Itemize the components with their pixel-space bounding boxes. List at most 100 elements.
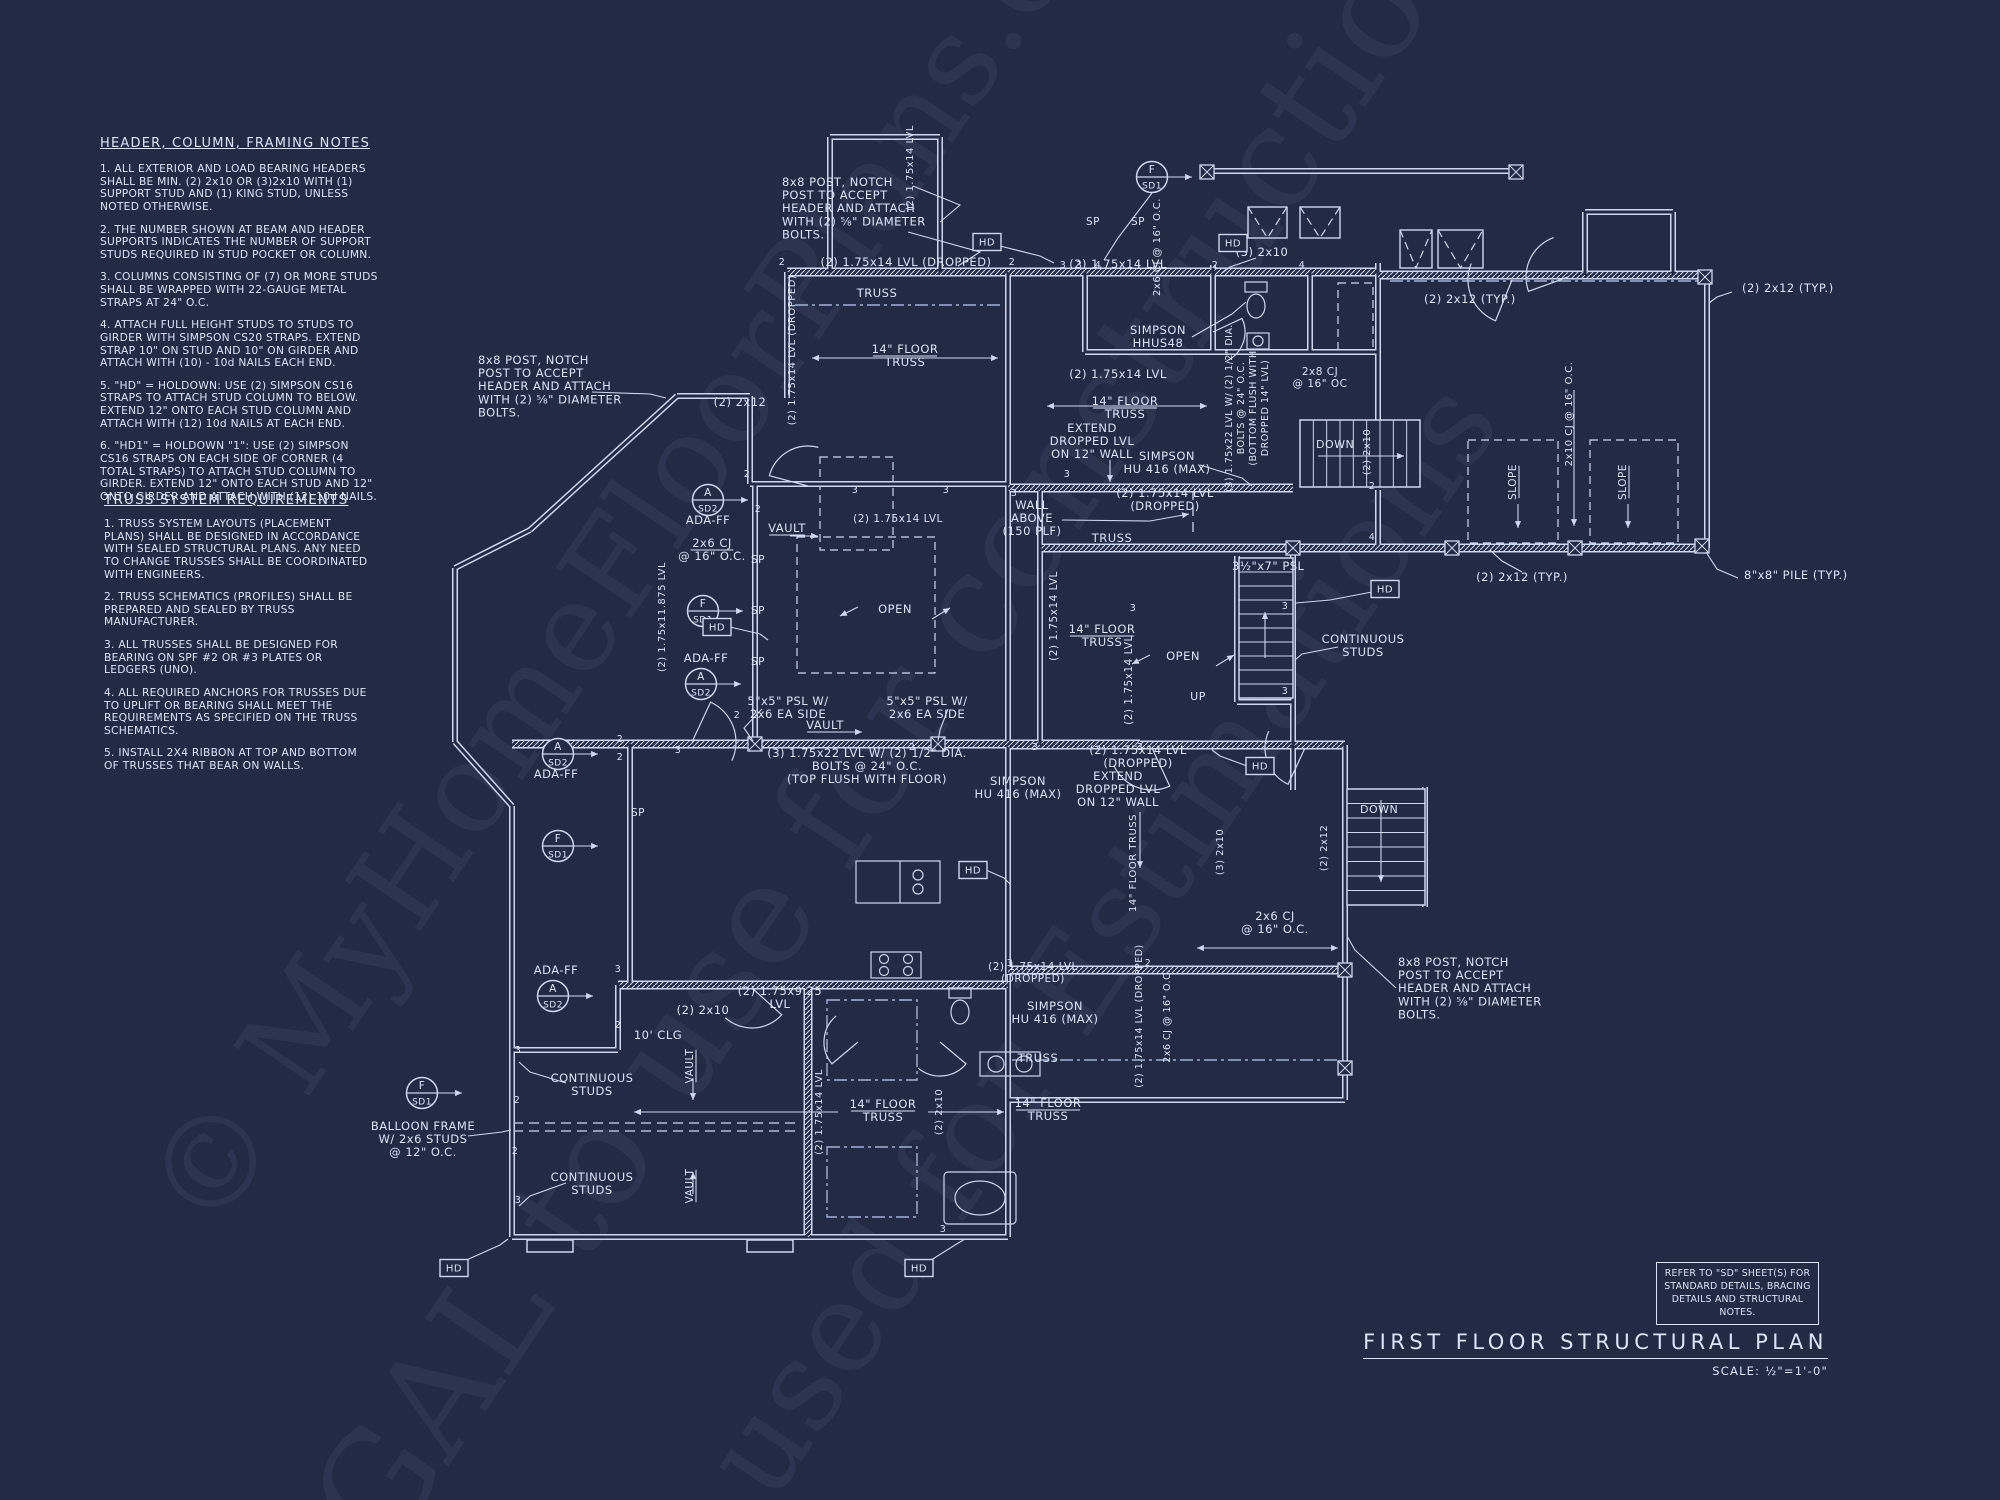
plan-annotation: SP — [751, 554, 765, 566]
stud-count-marker: 3 — [1011, 488, 1018, 499]
wall-core — [454, 528, 531, 570]
range-burner — [902, 965, 914, 977]
plan-annotation: SP — [751, 605, 765, 617]
plan-annotation: SIMPSON — [1139, 449, 1195, 463]
plan-annotation: OPEN — [878, 602, 912, 616]
plan-annotation: (2) 2x12 — [714, 395, 767, 409]
plan-annotation: ON 12" WALL — [1077, 795, 1159, 809]
island-sink — [912, 869, 924, 881]
plan-annotation: ADA-FF — [534, 767, 579, 781]
plan-annotation: 14" FLOOR — [850, 1097, 917, 1111]
post-x — [1508, 164, 1524, 180]
stud-count-marker: 3 — [615, 964, 622, 975]
plan-annotation: (2) 2x10 — [934, 1089, 945, 1135]
post-x — [1337, 1060, 1353, 1076]
stud-count-marker: 2 — [1212, 260, 1219, 271]
plan-annotation: ADA-FF — [534, 963, 579, 977]
hd-holdown-marker — [904, 1258, 934, 1278]
stud-count-marker: 3 — [1060, 260, 1067, 271]
plan-annotation: @ 16" O.C. — [678, 549, 746, 563]
detail-balloon-sheet: SD2 — [543, 1001, 563, 1011]
hd-holdown-label: HD — [965, 866, 981, 877]
dashed-outline — [796, 536, 936, 674]
leader-line — [518, 1182, 567, 1207]
stud-count-marker: 3 — [675, 745, 682, 756]
plan-annotation: STUDS — [571, 1183, 612, 1197]
porch-pad — [526, 1239, 574, 1253]
hd-holdown-marker — [972, 232, 1002, 252]
sheet-scale: SCALE: ½"=1'-0" — [1712, 1364, 1828, 1378]
stud-count-marker: 3 — [1007, 958, 1014, 969]
framing-note-item: 2. THE NUMBER SHOWN AT BEAM AND HEADER S… — [100, 222, 372, 261]
detail-balloon-letter: A — [704, 487, 712, 499]
post-x — [747, 736, 763, 752]
sheet-title-block: FIRST FLOOR STRUCTURAL PLAN SCALE: ½"=1'… — [1363, 1330, 1828, 1378]
plan-annotation: (2) 1.75x14 LVL — [1089, 743, 1187, 757]
stud-count-marker: 3 — [1064, 469, 1071, 480]
plan-annotation: POST TO ACCEPT — [782, 188, 888, 202]
stud-count-marker: 3 — [1130, 603, 1137, 614]
plan-annotation: (2) 2x12 (TYP.) — [1742, 281, 1834, 295]
truss-zone — [826, 1146, 918, 1218]
closet-rod — [1299, 206, 1341, 240]
plan-annotation: 5"x5" PSL W/ — [747, 694, 828, 708]
leader-line — [467, 1129, 512, 1137]
toilet-fixture — [948, 987, 972, 999]
plan-annotation: ADA-FF — [684, 651, 729, 665]
truss-note-item: 3. ALL TRUSSES SHALL BE DESIGNED FOR BEA… — [104, 638, 338, 677]
hd-holdown-marker — [702, 617, 732, 637]
hd-holdown-label: HD — [709, 623, 725, 634]
plan-annotation: (2) 1.75x14 LVL (DROPPED) — [1134, 944, 1145, 1088]
truss-zone — [826, 999, 918, 1081]
framing-note-item: 4. ATTACH FULL HEIGHT STUDS TO STUDS TO … — [100, 318, 361, 370]
plan-annotation: @ 16" O.C. — [1241, 922, 1309, 936]
hd-holdown-marker — [1370, 579, 1400, 599]
post-x — [1694, 538, 1710, 554]
plan-annotation: 2x6 CJ — [1255, 909, 1295, 923]
plan-annotation: DOWN — [1316, 438, 1354, 451]
detail-balloon-letter: F — [1149, 164, 1156, 176]
closet-rod — [1437, 229, 1484, 270]
stud-count-marker: 2 — [779, 257, 786, 268]
detail-balloon-sheet: SD1 — [548, 851, 568, 861]
plan-annotation: 8"x8" PILE (TYP.) — [1744, 568, 1848, 582]
hd-holdown-marker — [1245, 756, 1275, 776]
detail-balloon-letter: F — [555, 833, 562, 845]
post-x — [1567, 540, 1583, 556]
plan-annotation: BALLOON FRAME — [371, 1119, 475, 1133]
detail-balloon-letter: A — [697, 671, 705, 683]
leader-line — [912, 185, 962, 223]
island-sink — [912, 883, 924, 895]
plan-annotation: LVL — [770, 997, 791, 1011]
plan-annotation: 14" FLOOR — [1092, 394, 1159, 408]
plan-annotation: (2) 2x10 — [1362, 429, 1373, 475]
stud-count-marker: 3 — [1076, 260, 1083, 271]
post-x — [1697, 269, 1713, 285]
plan-annotation: 2x6 EA SIDE — [750, 707, 826, 721]
plan-annotation: HU 416 (MAX) — [1012, 1012, 1099, 1026]
leader-line — [729, 626, 769, 641]
door-swing — [768, 445, 819, 487]
door-swing — [917, 1041, 967, 1077]
plan-annotation: TRUSS — [862, 1110, 904, 1124]
plan-annotation: POST TO ACCEPT — [1398, 968, 1504, 982]
leader-line — [1191, 301, 1247, 338]
plan-annotation: (DROPPED) — [1103, 756, 1172, 770]
plan-annotation: STUDS — [571, 1084, 612, 1098]
plan-annotation: (3) 2x10 — [1215, 829, 1226, 875]
plan-annotation: WITH (2) ⅝" DIAMETER — [478, 392, 622, 406]
plan-annotation: STUDS — [1342, 645, 1383, 659]
toilet-fixture — [1246, 293, 1266, 319]
hd-holdown-label: HD — [979, 238, 995, 249]
plan-annotation: WITH (2) ⅝" DIAMETER — [1398, 994, 1542, 1008]
stud-count-marker: 2 — [744, 469, 751, 480]
plan-annotation: @ 12" O.C. — [389, 1145, 457, 1159]
leader-line — [1489, 549, 1523, 573]
detail-balloon-sheet: SD1 — [412, 1098, 432, 1108]
plan-annotation: DROPPED LVL — [1076, 782, 1161, 796]
leader-line — [1346, 935, 1397, 989]
closet-box — [1247, 206, 1288, 239]
plan-annotation: (2) 1.75x14 LVL — [1069, 257, 1167, 271]
hd-holdown-label: HD — [1225, 239, 1241, 250]
